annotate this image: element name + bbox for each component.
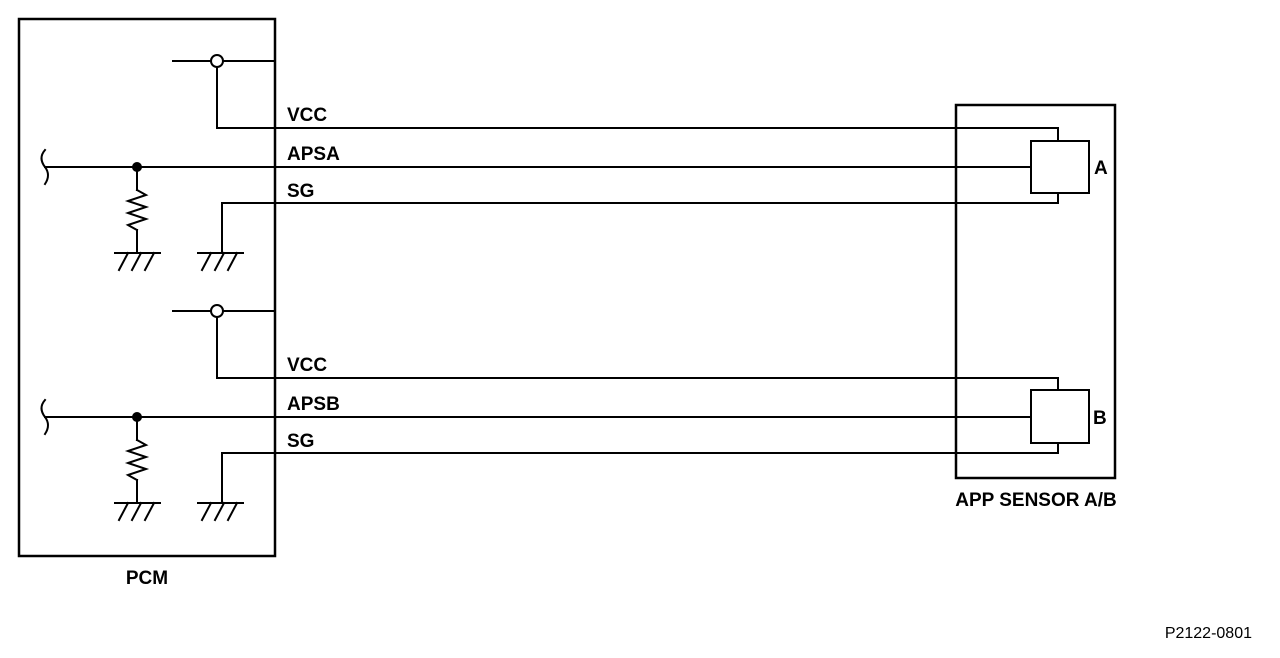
ground-icon xyxy=(197,501,244,522)
resistor-icon xyxy=(124,188,150,232)
open-circle-terminal-icon xyxy=(210,54,224,68)
circuit-b: VCC APSB SG B xyxy=(40,304,1107,522)
sensor-label: APP SENSOR A/B xyxy=(955,490,1117,511)
apsa-label: APSA xyxy=(287,144,340,165)
vcc-wire-a xyxy=(216,66,1059,142)
sg-label-a: SG xyxy=(287,181,314,202)
sensor-element-a xyxy=(1030,140,1090,194)
circuit-a: VCC APSA SG A xyxy=(40,54,1108,272)
apsb-label: APSB xyxy=(287,394,340,415)
pcm-box xyxy=(17,17,277,558)
sg-label-b: SG xyxy=(287,431,314,452)
vcc-label-a: VCC xyxy=(287,105,327,126)
sg-wire-b xyxy=(221,442,1059,504)
ground-icon xyxy=(114,251,161,272)
sensor-element-b xyxy=(1030,389,1090,444)
sensor-box xyxy=(954,103,1117,480)
vcc-label-b: VCC xyxy=(287,355,327,376)
ground-icon xyxy=(197,251,244,272)
ground-icon xyxy=(114,501,161,522)
sensor-element-b-label: B xyxy=(1093,408,1107,429)
pcm-label: PCM xyxy=(126,568,168,589)
sensor-element-a-label: A xyxy=(1094,158,1108,179)
resistor-icon xyxy=(124,438,150,482)
figure-id: P2122-0801 xyxy=(1165,625,1252,642)
sg-wire-a xyxy=(221,192,1059,254)
open-circle-terminal-icon xyxy=(210,304,224,318)
vcc-wire-b xyxy=(216,316,1059,391)
